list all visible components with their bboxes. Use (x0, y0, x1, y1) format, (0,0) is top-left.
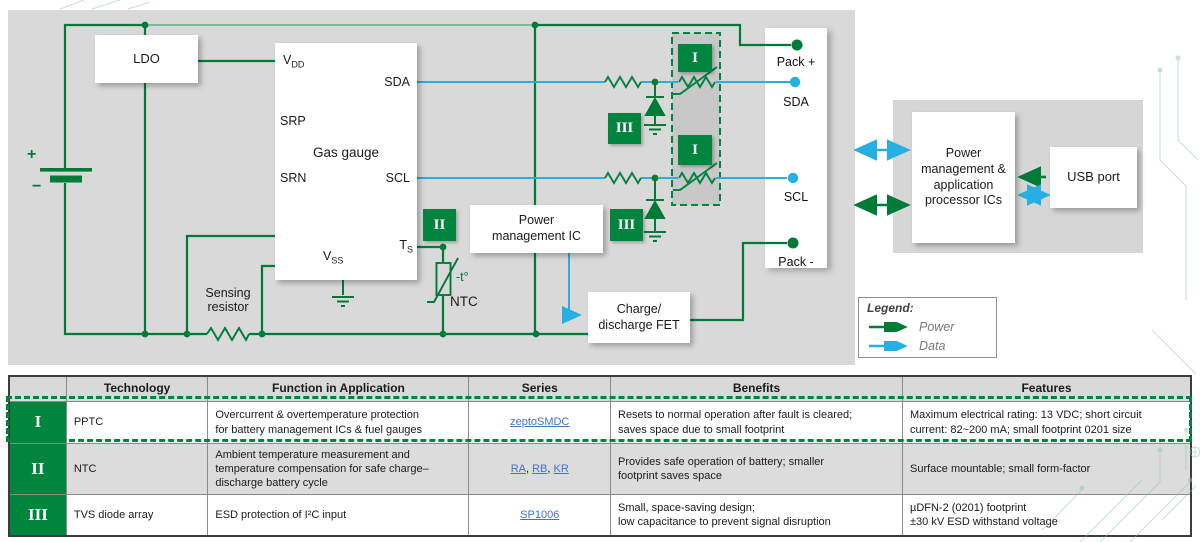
terminal-sda-label: SDA (783, 95, 809, 109)
cell-benefits: Resets to normal operation after fault i… (611, 402, 903, 443)
header-technology: Technology (66, 377, 209, 401)
badge-III-sda: III (608, 113, 641, 144)
gas-gauge-title: Gas gauge (312, 145, 380, 160)
pin-srn: SRN (280, 171, 307, 185)
cell-technology: PPTC (67, 402, 209, 443)
series-link[interactable]: RB (532, 462, 548, 475)
header-benefits: Benefits (611, 377, 903, 401)
cell-series: SP1006 (469, 495, 611, 535)
ntc-label: NTC (450, 294, 478, 309)
usb-port-box: USB port (1050, 147, 1137, 208)
table-row-ntc: II NTC Ambient temperature measurement a… (10, 443, 1190, 494)
header-badge (10, 377, 67, 401)
pin-vss: VSS (323, 249, 344, 266)
legend-title: Legend: (867, 301, 914, 315)
cell-technology: NTC (66, 444, 209, 494)
cell-benefits: Provides safe operation of battery; smal… (611, 444, 903, 494)
power-management-ic-box: Power management IC (470, 205, 603, 253)
header-features: Features (902, 377, 1190, 401)
table-row-pptc: I PPTC Overcurrent & overtemperature pro… (10, 401, 1190, 443)
badge-III-scl: III (610, 209, 643, 241)
cell-function: Ambient temperature measurement and temp… (208, 444, 470, 494)
header-function: Function in Application (208, 377, 470, 401)
cell-series: zeptoSMDC (469, 402, 611, 443)
pin-vdd: VDD (283, 53, 305, 70)
series-separator: , (547, 462, 554, 475)
series-link[interactable]: zeptoSMDC (510, 416, 570, 429)
badge-I-sda: I (678, 44, 712, 72)
pin-scl: SCL (385, 171, 410, 185)
cell-series: RA, RB, KR (469, 444, 611, 494)
row-badge: III (10, 495, 67, 535)
series-link[interactable]: RA (510, 462, 526, 475)
power-arrow-icon (869, 322, 908, 332)
pin-srp: SRP (280, 114, 306, 128)
badge-II-ntc: II (423, 209, 456, 241)
ntc-temp-label: -t° (456, 270, 469, 284)
badge-I-scl: I (678, 135, 712, 165)
cell-technology: TVS diode array (67, 495, 209, 535)
series-link[interactable]: KR (553, 462, 569, 475)
sensing-resistor-label: Sensing resistor (205, 286, 251, 314)
series-separator: , (525, 462, 533, 475)
legend-data-label: Data (919, 339, 946, 353)
series-link[interactable]: SP1006 (520, 508, 560, 521)
data-arrow-icon (869, 341, 908, 351)
cell-function: Overcurrent & overtemperature protection… (208, 402, 470, 443)
header-series: Series (469, 377, 611, 401)
component-table: Technology Function in Application Serie… (8, 375, 1192, 537)
legend-box: Legend: Power Data (858, 297, 997, 358)
row-badge: II (10, 444, 67, 494)
battery-minus-label: − (32, 178, 42, 195)
ldo-box: LDO (95, 35, 198, 83)
row-badge: I (10, 402, 67, 443)
cell-features: Surface mountable; small form-factor (902, 444, 1190, 494)
terminal-pack-minus-label: Pack - (778, 255, 814, 269)
cell-benefits: Small, space-saving design; low capacita… (611, 495, 903, 535)
cell-features: Maximum electrical rating: 13 VDC; short… (909, 409, 1142, 436)
cell-features: µDFN-2 (0201) footprint ±30 kV ESD withs… (909, 501, 1058, 528)
legend-power-label: Power (919, 320, 955, 334)
cell-function: ESD protection of I²C input (208, 495, 470, 535)
terminal-pack-plus-label: Pack + (776, 55, 816, 69)
terminal-scl-label: SCL (783, 190, 809, 204)
table-header-row: Technology Function in Application Serie… (10, 377, 1190, 401)
battery-plus-label: + (27, 146, 37, 163)
charge-discharge-fet-box: Charge/ discharge FET (588, 292, 690, 343)
battery-connector-strip: Pack + SDA SCL Pack - (765, 28, 827, 269)
pin-sda: SDA (384, 75, 410, 89)
pin-ts: TS (399, 238, 413, 255)
table-row-tvs: III TVS diode array ESD protection of I²… (10, 494, 1190, 535)
pm-app-processor-box: Power management & application processor… (912, 112, 1015, 243)
gas-gauge-box: VDD SDA SRP Gas gauge SRN SCL VSS TS (275, 43, 417, 280)
